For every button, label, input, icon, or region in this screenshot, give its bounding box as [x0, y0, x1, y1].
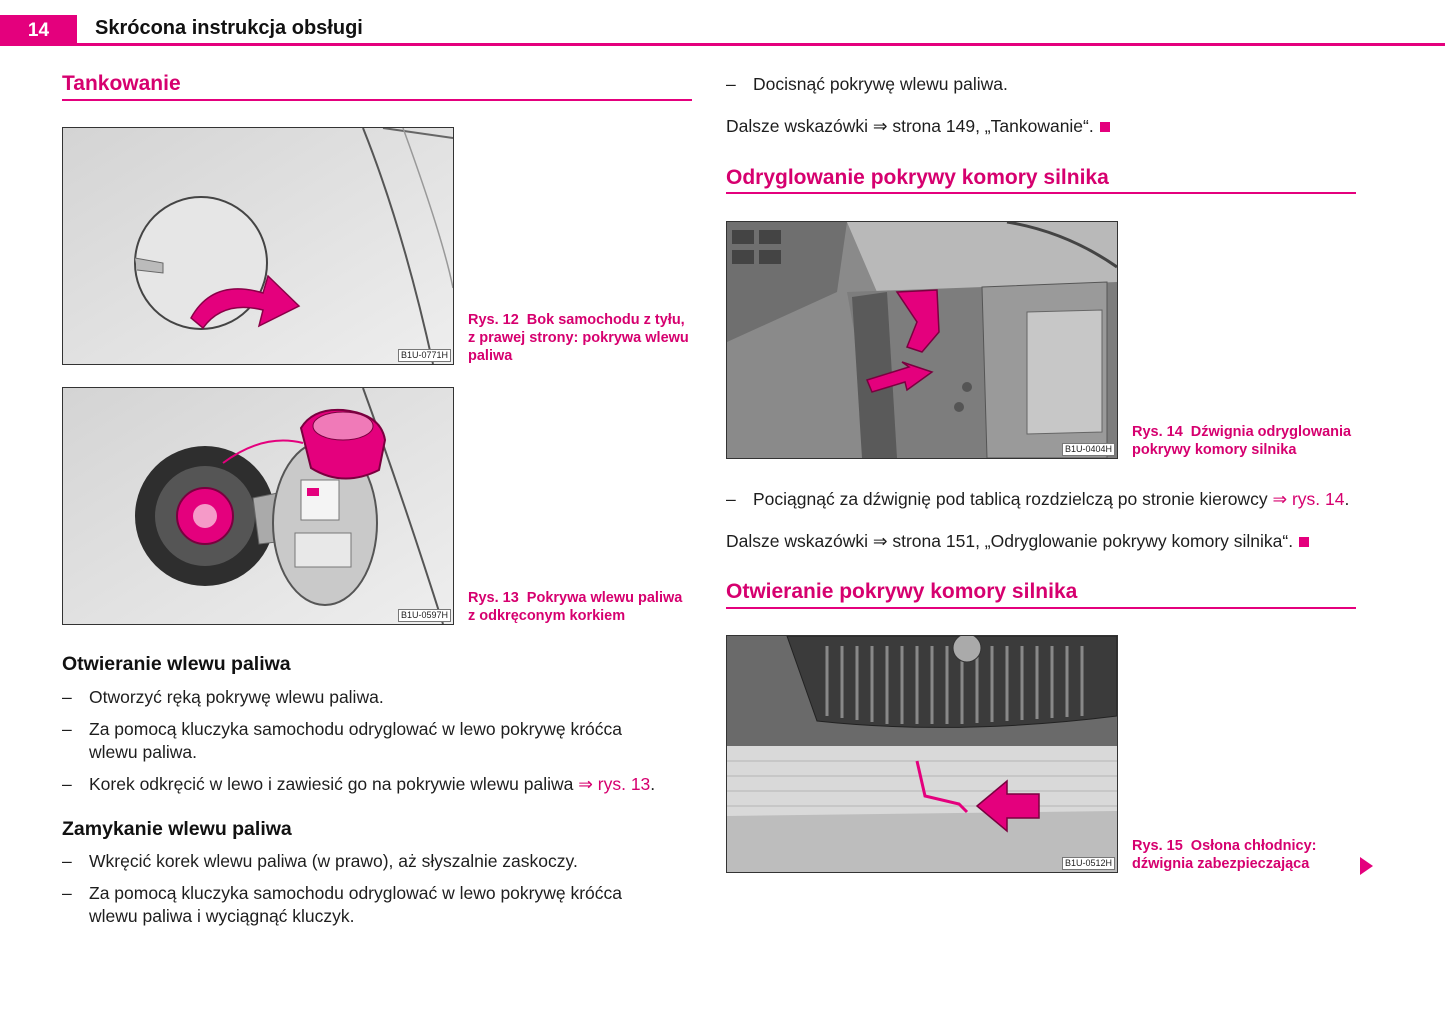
- figure-reference-link[interactable]: ⇒ rys. 13: [578, 774, 651, 794]
- figure-radiator-grille-lever: B1U-0512H: [726, 635, 1118, 873]
- caption-number: Rys. 15: [1132, 838, 1183, 854]
- section-title-open-hood: Otwieranie pokrywy komory silnika: [726, 580, 1078, 603]
- list-item: – Za pomocą kluczyka samochodu odryglowa…: [62, 719, 623, 762]
- list-item: – Wkręcić korek wlewu paliwa (w prawo), …: [62, 851, 578, 871]
- subheading-closing: Zamykanie wlewu paliwa: [62, 818, 292, 840]
- section-rule: [62, 99, 692, 101]
- section-title-tankowanie: Tankowanie: [62, 72, 181, 95]
- square-marker-icon: [1299, 537, 1310, 547]
- next-page-arrow-icon[interactable]: [1360, 857, 1373, 875]
- square-marker-icon: [1099, 122, 1110, 132]
- section-title-hood-release: Odryglowanie pokrywy komory silnika: [726, 166, 1109, 189]
- list-item: – Docisnąć pokrywę wlewu paliwa.: [726, 74, 1008, 94]
- header-rule: [77, 43, 1445, 46]
- list-item: – Za pomocą kluczyka samochodu odryglowa…: [62, 883, 623, 926]
- caption-text: Bok samochodu z tyłu, z prawej strony: p…: [468, 312, 689, 364]
- page-header: 14 Skrócona instrukcja obsługi: [0, 0, 1445, 46]
- caption-number: Rys. 12: [468, 312, 519, 328]
- caption-text: Osłona chłodnicy: dźwignia zabezpieczają…: [1132, 838, 1317, 872]
- figure-code: B1U-0771H: [397, 349, 451, 362]
- header-title: Skrócona instrukcja obsługi: [95, 17, 363, 39]
- list-item: – Otworzyć ręką pokrywę wlewu paliwa.: [62, 687, 384, 707]
- list-item: – Korek odkręcić w lewo i zawiesić go na…: [62, 774, 656, 794]
- figure-fuel-cap-open: B1U-0597H: [62, 387, 454, 625]
- list-item: – Pociągnąć za dźwignię pod tablicą rozd…: [726, 489, 1350, 509]
- page-number-box: [0, 15, 77, 46]
- fuel-flap-closed-illustration: [63, 128, 453, 364]
- figure-code: B1U-0597H: [397, 609, 451, 622]
- figure-code: B1U-0512H: [1061, 857, 1115, 870]
- figure-reference-link[interactable]: ⇒ rys. 14: [1272, 489, 1345, 509]
- section-rule: [726, 192, 1356, 194]
- caption-text: Pokrywa wlewu paliwa z odkręconym korkie…: [468, 590, 683, 624]
- figure-hood-release-lever: B1U-0404H: [726, 221, 1118, 459]
- figure-fuel-flap-closed: B1U-0771H: [62, 127, 454, 365]
- section-rule: [726, 607, 1356, 609]
- further-info-note: Dalsze wskazówki ⇒ strona 149, „Tankowan…: [726, 115, 1110, 138]
- caption-text: Dźwignia odryglowania pokrywy komory sil…: [1132, 424, 1352, 458]
- subheading-opening: Otwieranie wlewu paliwa: [62, 653, 291, 675]
- further-info-note: Dalsze wskazówki ⇒ strona 151, „Odryglow…: [726, 530, 1310, 553]
- figure-code: B1U-0404H: [1061, 443, 1115, 456]
- radiator-grille-illustration: [727, 636, 1117, 872]
- hood-release-lever-illustration: [727, 222, 1117, 458]
- caption-number: Rys. 13: [468, 590, 519, 606]
- page-number: 14: [27, 20, 50, 41]
- fuel-cap-open-illustration: [63, 388, 453, 624]
- caption-number: Rys. 14: [1132, 424, 1183, 440]
